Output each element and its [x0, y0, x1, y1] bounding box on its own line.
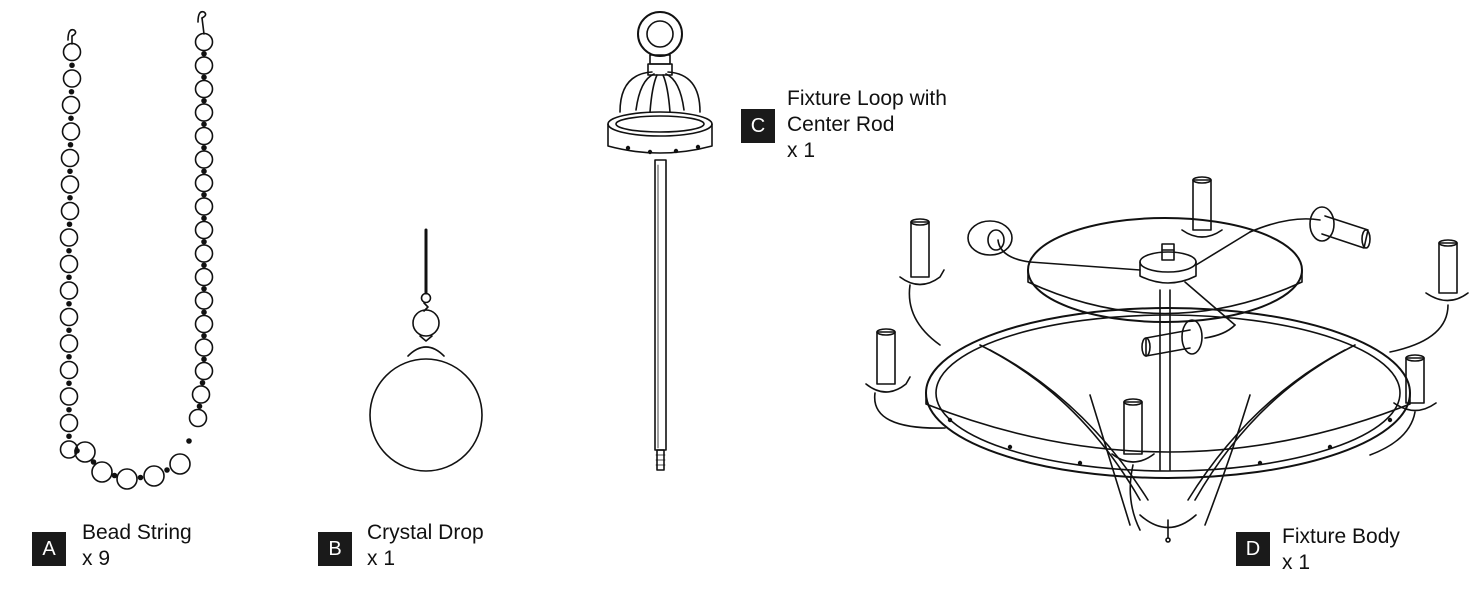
chandelier-body-icon: [865, 176, 1469, 543]
part-d-label: Fixture Body x 1: [1282, 524, 1400, 576]
part-c-quantity: x 1: [787, 139, 816, 162]
part-a-letter-tag: A: [32, 532, 66, 566]
part-c-label: Fixture Loop with Center Rod x 1: [787, 86, 947, 164]
part-d-name: Fixture Body: [1282, 525, 1400, 548]
part-c-name-line2: Center Rod: [787, 113, 895, 136]
part-a-label: Bead String x 9: [82, 520, 192, 572]
part-d-letter-tag: D: [1236, 532, 1270, 566]
part-b-name: Crystal Drop: [367, 521, 484, 544]
part-b-quantity: x 1: [367, 547, 396, 570]
part-b-letter-tag: B: [318, 532, 352, 566]
part-c-letter-tag: C: [741, 109, 775, 143]
part-c-name-line1: Fixture Loop with: [787, 87, 947, 110]
part-a-name: Bead String: [82, 521, 192, 544]
crystal-drop-icon: [369, 228, 483, 472]
part-b-label: Crystal Drop x 1: [367, 520, 484, 572]
bead-string-icon: [59, 10, 214, 490]
part-a-quantity: x 9: [82, 547, 111, 570]
part-d-quantity: x 1: [1282, 551, 1311, 574]
fixture-loop-rod-icon: [607, 11, 713, 471]
